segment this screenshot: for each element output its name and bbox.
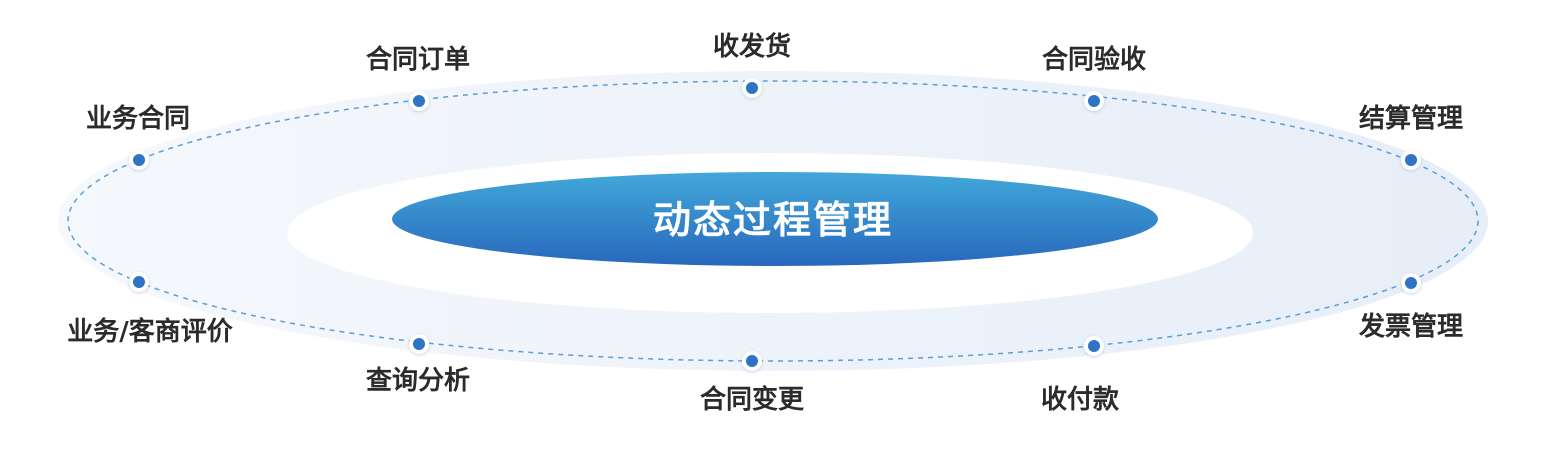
node-dot — [746, 82, 758, 94]
node-contract-acceptance: 合同验收 — [1042, 44, 1146, 111]
node-label: 合同验收 — [1042, 44, 1146, 75]
node-dot — [1405, 277, 1417, 289]
node-label: 查询分析 — [366, 366, 470, 396]
node-business-client-evaluation: 业务/客商评价 — [67, 272, 234, 347]
node-query-analysis: 查询分析 — [366, 334, 470, 396]
node-label: 结算管理 — [1359, 103, 1463, 134]
node-label: 收发货 — [713, 31, 791, 62]
center-ellipse — [392, 172, 1158, 266]
node-business-contract: 业务合同 — [86, 103, 190, 170]
node-contract-change: 合同变更 — [700, 351, 805, 415]
node-label: 合同变更 — [700, 384, 805, 415]
node-dot — [413, 95, 425, 107]
node-contract-order: 合同订单 — [366, 44, 470, 111]
center-label: 动态过程管理 — [653, 198, 893, 242]
node-dot — [1088, 340, 1100, 352]
node-dot — [1405, 154, 1417, 166]
node-shipping-receiving: 收发货 — [713, 31, 791, 98]
node-label: 业务/客商评价 — [67, 316, 233, 347]
node-label: 合同订单 — [366, 44, 470, 75]
node-dot — [1088, 95, 1100, 107]
node-dot — [133, 154, 145, 166]
node-invoice-management: 发票管理 — [1358, 273, 1463, 342]
node-payment-collection: 收付款 — [1041, 336, 1120, 415]
node-dot — [413, 338, 425, 350]
node-dot — [746, 355, 758, 367]
node-settlement-management: 结算管理 — [1359, 103, 1463, 170]
node-label: 收付款 — [1041, 385, 1120, 415]
node-label: 发票管理 — [1358, 311, 1463, 342]
node-label: 业务合同 — [86, 103, 190, 134]
node-dot — [133, 276, 145, 288]
dashed-orbit — [67, 80, 1479, 362]
